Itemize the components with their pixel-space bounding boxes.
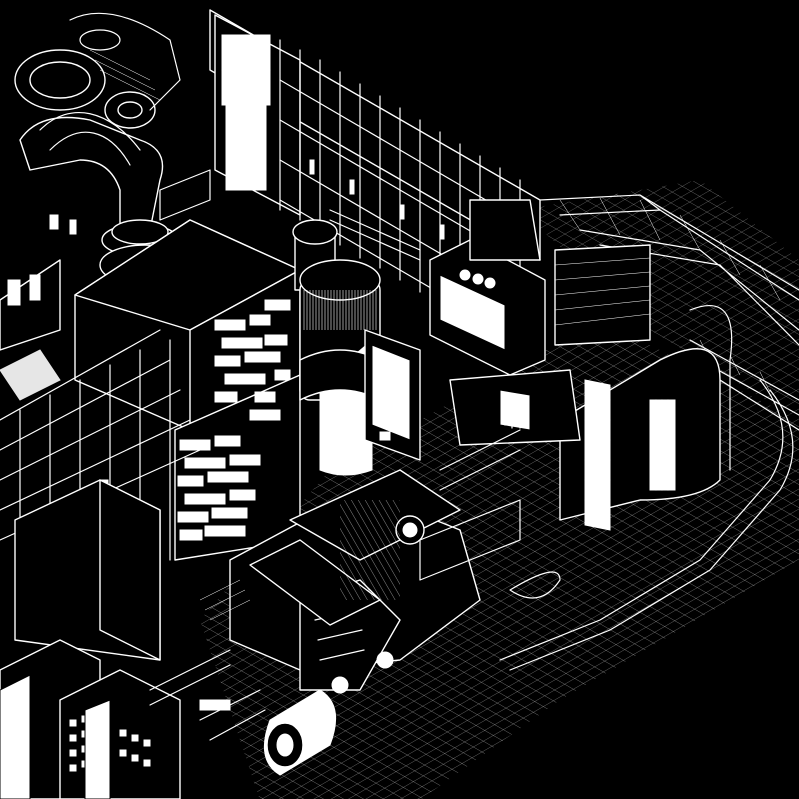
monitor-panel (364, 329, 421, 461)
central-brick-block (74, 219, 301, 561)
upper-left-tower (209, 9, 541, 341)
indicator-light (484, 277, 496, 289)
screen-machine (429, 199, 546, 376)
tower-window-lower (225, 99, 267, 191)
pipe-engine (14, 12, 191, 286)
left-black-slab (14, 479, 161, 661)
locomotive (229, 469, 521, 694)
curved-building (449, 305, 733, 531)
dispenser-cylinder (292, 219, 381, 476)
misc-details (49, 169, 521, 621)
right-scaffold-truss (539, 194, 799, 431)
winding-track (499, 379, 794, 671)
indicator-light (459, 269, 471, 281)
lower-left-apartments (0, 639, 231, 799)
roller-cylinder (199, 689, 337, 776)
indicator-light (472, 273, 484, 285)
striped-box (554, 244, 651, 346)
